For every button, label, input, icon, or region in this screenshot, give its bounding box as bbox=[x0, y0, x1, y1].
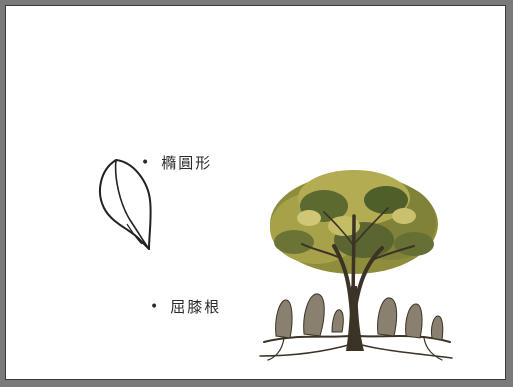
tree-with-knee-roots-drawing bbox=[259, 170, 453, 361]
knee-bumps bbox=[275, 293, 444, 341]
bullet-item-elliptical: • 橢圓形 bbox=[141, 152, 212, 173]
slide-canvas: • 橢圓形 • 屈膝根 bbox=[5, 5, 506, 380]
bullet-label: 屈膝根 bbox=[170, 298, 222, 316]
elliptical-leaf-drawing bbox=[99, 158, 152, 250]
tree-trunk bbox=[346, 286, 364, 351]
bullet-label: 橢圓形 bbox=[161, 154, 213, 172]
bullet-dot: • bbox=[150, 298, 159, 315]
bullet-dot: • bbox=[141, 154, 150, 171]
bullet-item-knee-roots: • 屈膝根 bbox=[150, 296, 221, 317]
